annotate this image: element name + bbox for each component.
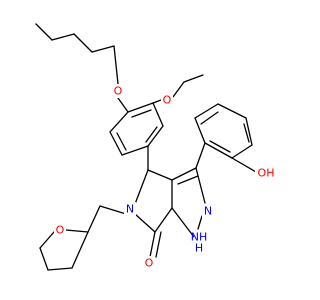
atom-label-layer: O O OH N NH H N O O (54, 84, 277, 270)
bond-line (195, 167, 206, 204)
bond-line (109, 131, 123, 156)
atom-label-n-pyrazole: N (204, 205, 212, 218)
bond-line (134, 213, 156, 233)
bond-line (195, 142, 206, 169)
bond-line (73, 33, 93, 53)
bond-line (99, 205, 127, 215)
bond-line (149, 231, 156, 258)
bond-line (152, 99, 162, 104)
bond-line (194, 117, 206, 144)
bond-line (243, 123, 250, 143)
bond-line (183, 74, 204, 83)
bond-line (71, 231, 89, 269)
atom-o-thf: O (54, 223, 66, 237)
bond-line (231, 144, 253, 159)
bond-line (200, 111, 219, 125)
bond-line (171, 207, 195, 238)
bond-line (197, 215, 203, 230)
bond-line (209, 140, 231, 153)
bond-line (155, 231, 162, 258)
bond-line (87, 205, 101, 233)
atom-nh: NH H (191, 230, 210, 255)
bond-line (171, 167, 197, 181)
atom-o-carbonyl: O (143, 256, 155, 270)
atom-label-n-lactam: N (126, 203, 134, 216)
bond-line (147, 169, 173, 181)
bond-line (217, 103, 247, 119)
bond-line (147, 125, 164, 147)
bond-line (39, 231, 55, 249)
bond-line (116, 132, 127, 151)
bond-line (121, 145, 149, 156)
bond-line (172, 81, 185, 98)
bond-line (177, 175, 199, 185)
atom-label-o-carbonyl: O (145, 257, 154, 270)
bond-line (51, 33, 75, 41)
bond-layer (35, 23, 257, 271)
bond-line (39, 247, 49, 271)
bond-line (109, 111, 129, 133)
molecule-structure: O O OH N NH H N O O (35, 23, 277, 271)
bond-line (65, 229, 89, 233)
bond-line (91, 45, 115, 53)
bond-line (35, 23, 53, 41)
bond-line (131, 109, 152, 118)
bond-line (154, 207, 173, 233)
bond-line (204, 142, 233, 159)
bond-line (134, 169, 149, 205)
atom-label-h: H (195, 242, 203, 255)
bond-line (117, 97, 129, 113)
atom-label-o-thf: O (56, 224, 65, 237)
bond-line (47, 267, 73, 271)
bond-line (194, 103, 219, 119)
atom-n-lactam: N (124, 202, 136, 216)
bond-line (152, 102, 164, 127)
bond-line (145, 126, 158, 143)
atom-hydroxyl: OH (255, 166, 277, 180)
atom-o-ethoxy: O (161, 93, 173, 107)
bond-line (127, 102, 154, 113)
atom-label-o-ethoxy: O (163, 94, 172, 107)
bond-line (231, 157, 257, 173)
atom-label-oh: OH (258, 167, 275, 180)
atom-o-butoxy: O (112, 84, 124, 98)
bond-line (245, 117, 253, 146)
atom-label-o-butoxy: O (114, 85, 123, 98)
atom-n-pyrazole: N (202, 204, 214, 218)
bond-line (113, 45, 119, 85)
atom-label-nh: NH (191, 231, 208, 244)
